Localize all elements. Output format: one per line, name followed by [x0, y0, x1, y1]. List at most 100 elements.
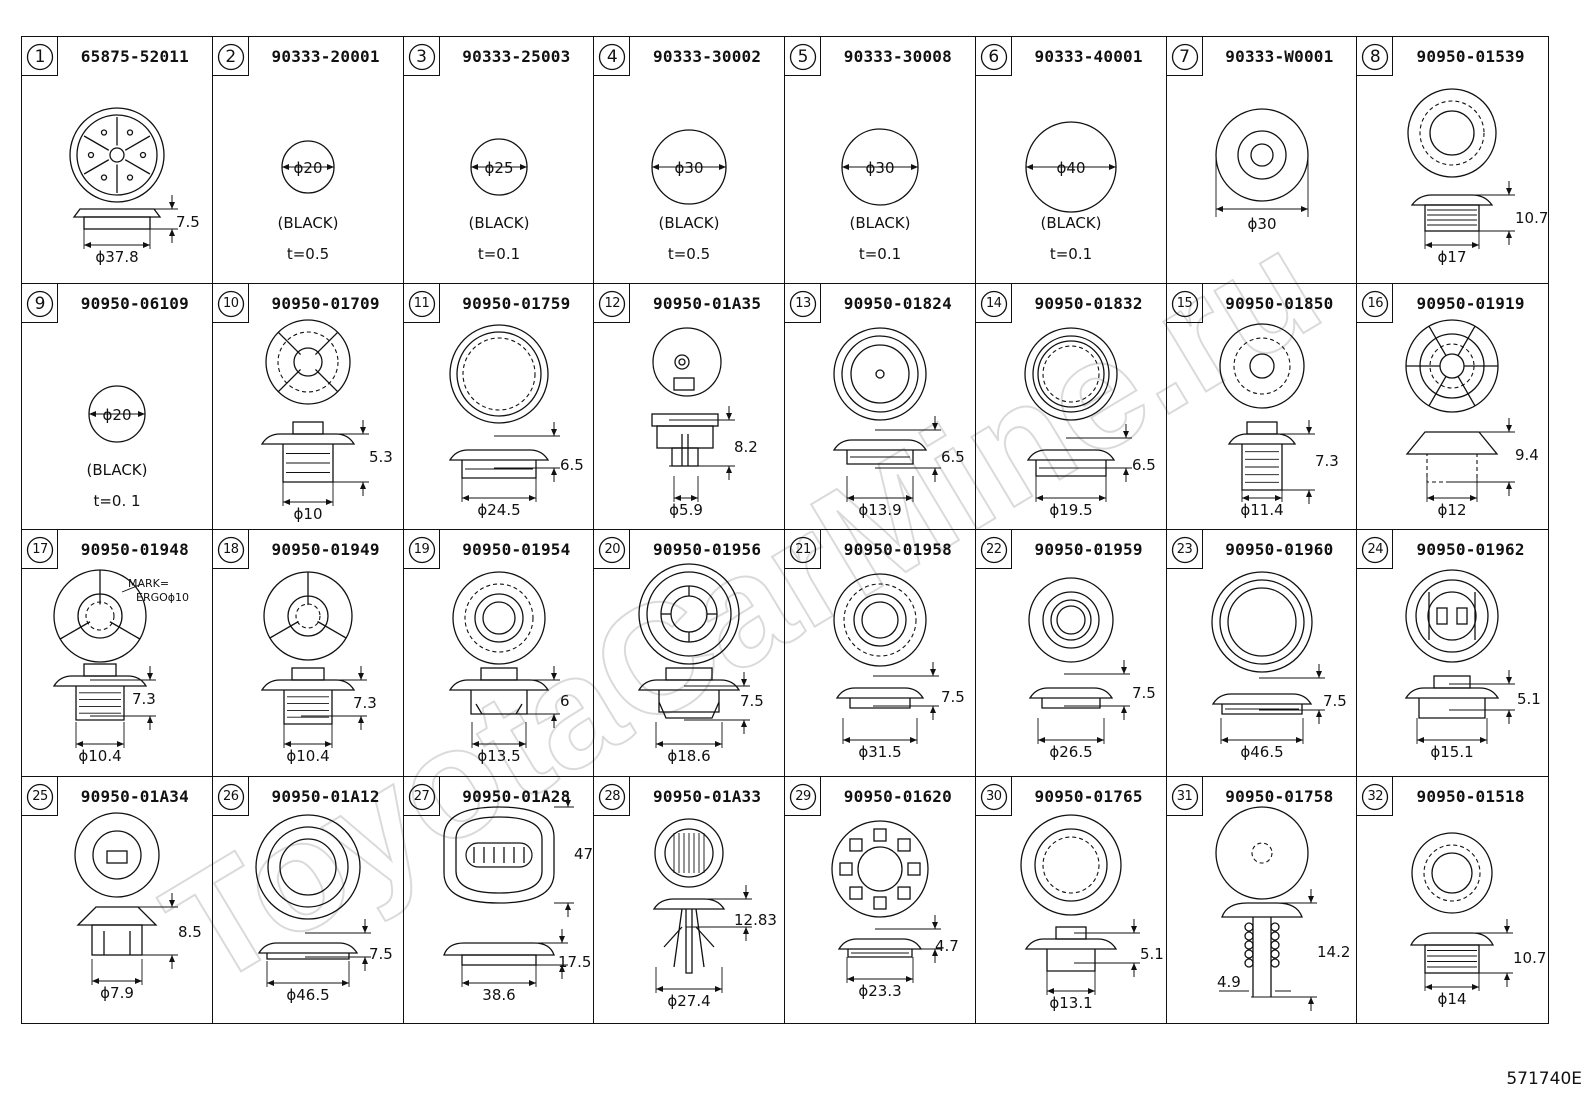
part-drawing: 6 ϕ13.5 — [448, 571, 570, 765]
height-dimension-label: 6.5 — [1132, 456, 1156, 474]
index-number: 20 — [604, 542, 621, 557]
index-number: 14 — [985, 295, 1002, 311]
height-dimension-label: 7.5 — [941, 688, 965, 706]
index-number: 8 — [1369, 47, 1381, 67]
height-dimension-label: 8.2 — [734, 438, 758, 456]
index-circle-icon — [599, 43, 626, 71]
thickness-label: t=0.1 — [859, 245, 901, 263]
diameter-dimension-label: ϕ31.5 — [858, 743, 901, 761]
index-circle-icon — [1362, 43, 1389, 71]
index-box: 13 — [785, 283, 821, 323]
diameter-dimension-label: ϕ14 — [1438, 990, 1467, 1008]
part-number: 90333-30002 — [653, 47, 762, 66]
part-number: 90333-W0001 — [1225, 47, 1334, 66]
index-box: 20 — [594, 530, 631, 569]
index-number: 7 — [1179, 47, 1190, 67]
index-number: 15 — [1176, 295, 1193, 311]
index-number: 12 — [604, 295, 621, 311]
part-drawing: ϕ30(BLACK)t=0.5 — [651, 129, 727, 263]
part-number: 90333-30008 — [843, 47, 952, 66]
index-circle-icon — [980, 783, 1007, 810]
height-dimension-label: 7.5 — [369, 945, 393, 963]
part-number: 90950-01832 — [1034, 293, 1143, 313]
color-label: (BLACK) — [1040, 214, 1101, 232]
part-number: 90950-06109 — [80, 293, 189, 313]
index-circle-icon — [599, 290, 626, 317]
diameter-dimension-label: ϕ19.5 — [1049, 501, 1092, 519]
part-drawing: ϕ40 (BLACK) t=0.1 — [1025, 121, 1117, 263]
part-drawing: ϕ20(BLACK)t=0.5 — [277, 140, 338, 263]
diameter-dimension-label: ϕ26.5 — [1049, 743, 1092, 761]
index-circle-icon — [1171, 43, 1198, 71]
part-number: 90333-20001 — [271, 47, 380, 66]
part-number: 90333-40001 — [1034, 47, 1143, 66]
diameter-label: ϕ30 — [866, 159, 895, 177]
height-dimension-label: 7.5 — [740, 692, 764, 710]
color-label: (BLACK) — [277, 214, 338, 232]
index-number: 5 — [797, 47, 809, 67]
index-circle-icon — [980, 43, 1007, 71]
diameter-dimension-label: ϕ15.1 — [1431, 743, 1474, 761]
height-dimension-label: 47 — [574, 845, 593, 863]
height-dimension-label: 10.7 — [1515, 209, 1548, 227]
index-circle-icon — [217, 290, 244, 317]
index-box: 6 — [975, 37, 1012, 76]
height-dimension-label: 9.4 — [1515, 446, 1539, 464]
index-number: 29 — [795, 788, 811, 804]
reference-code: 571740E — [1506, 1069, 1582, 1089]
part-number: 90950-01850 — [1225, 293, 1334, 313]
height-dimension-label: 7.5 — [1323, 692, 1347, 710]
index-box: 14 — [975, 283, 1012, 323]
index-box: 18 — [212, 530, 249, 569]
diameter-dimension-label: ϕ13.1 — [1049, 994, 1092, 1012]
index-number: 17 — [32, 542, 48, 557]
width-dimension-label: 4.9 — [1217, 973, 1241, 991]
height-dimension-label: 6 — [560, 692, 570, 710]
diameter-dimension-label: ϕ7.9 — [100, 984, 134, 1002]
diameter-dimension-label: ϕ11.4 — [1240, 501, 1283, 519]
part-number: 90950-01518 — [1416, 786, 1525, 806]
index-number: 23 — [1176, 542, 1193, 557]
diameter-label: ϕ40 — [1056, 159, 1085, 177]
color-label: (BLACK) — [659, 214, 720, 232]
thickness-label: t=0.1 — [1050, 245, 1092, 263]
index-box: 8 — [1357, 37, 1394, 76]
index-box: 16 — [1357, 283, 1394, 323]
height-dimension-label: 12.83 — [734, 911, 777, 929]
index-circle-icon — [1171, 536, 1198, 564]
height-dimension-label: 6.5 — [941, 448, 965, 466]
diameter-dimension-label: ϕ27.4 — [668, 992, 711, 1010]
diameter-label: ϕ30 — [675, 159, 704, 177]
diameter-dimension-label: ϕ13.5 — [477, 747, 520, 765]
part-drawing: ϕ25(BLACK)t=0.1 — [468, 138, 529, 263]
part-drawing: 6.5 ϕ19.5 — [1024, 326, 1156, 519]
height-dimension-label: 7.5 — [176, 213, 200, 231]
diameter-dimension-label: ϕ13.9 — [858, 501, 901, 519]
diameter-dimension-label: ϕ17 — [1438, 248, 1467, 266]
index-number: 13 — [795, 295, 811, 311]
index-circle-icon — [408, 783, 435, 810]
part-number: 90950-01539 — [1416, 47, 1525, 66]
height-dimension-label: 7.5 — [1132, 684, 1156, 702]
index-box: 1 — [22, 37, 58, 76]
height-dimension-label: 17.5 — [558, 953, 591, 971]
index-circle-icon — [26, 290, 54, 317]
part-number: 90950-01954 — [462, 540, 571, 559]
part-cell-8: 8 90950-01539 10.7 ϕ17 — [1357, 37, 1548, 284]
height-dimension-label: 4.7 — [935, 937, 959, 955]
index-number: 26 — [222, 788, 239, 804]
